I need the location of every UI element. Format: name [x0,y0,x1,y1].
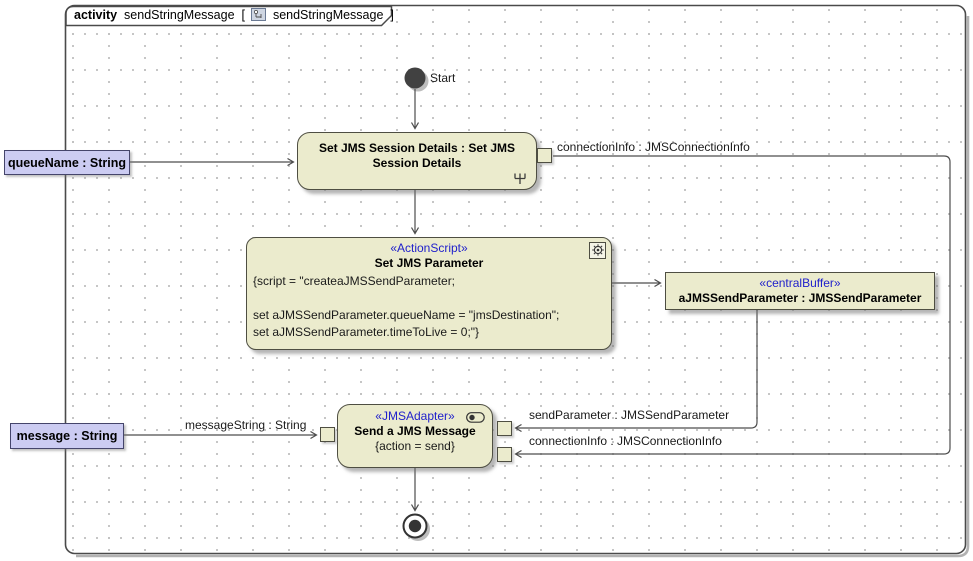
frame-keyword: activity [74,8,118,22]
edge-label-connectioninfo-top: connectionInfo : JMSConnectionInfo [557,140,750,154]
script-line: set aJMSSendParameter.timeToLive = 0;"} [253,325,480,339]
adapter-input-pin-sendparameter[interactable] [497,421,512,436]
script-line: {script = "createaJMSSendParameter; [253,274,456,288]
frame-title-tab[interactable] [65,5,393,27]
frame-title: activity sendStringMessage [ sendStringM… [74,7,394,24]
edge-session-to-adapter-connectioninfo[interactable] [516,155,951,454]
script-line [253,290,611,307]
parameter-node-message[interactable]: message : String [10,423,124,449]
frame-diagram-name: sendStringMessage [272,8,384,22]
adapter-input-pin-connectioninfo[interactable] [497,447,512,462]
parameter-node-queuename[interactable]: queueName : String [4,150,130,175]
session-output-pin[interactable] [537,148,552,163]
edge-buffer-to-adapter-sendparameter[interactable] [516,310,758,428]
frame-shadow [76,16,970,558]
frame-rbracket: ] [390,8,394,22]
actionscript-title: Set JMS Parameter [374,256,484,270]
central-buffer-node[interactable]: «centralBuffer» aJMSSendParameter : JMSS… [665,272,935,310]
jmsadapter-stereotype: «JMSAdapter» [375,409,455,423]
start-node[interactable] [404,67,426,89]
activity-diagram-icon [251,8,267,21]
frame-activity-name: sendStringMessage [124,8,235,22]
centralbuffer-title: aJMSSendParameter : JMSSendParameter [678,291,922,305]
edge-label-messagestring: messageString : String [185,418,307,432]
jmsadapter-title: Send a JMS Message [354,424,476,438]
centralbuffer-stereotype: «centralBuffer» [759,276,841,290]
action-send-jms-message[interactable]: «JMSAdapter» Send a JMS Message {action … [337,404,493,468]
action-title: Set JMS Session Details : Set JMS Sessio… [318,141,516,170]
final-node-dot [408,519,422,533]
action-set-jms-session-details[interactable]: Set JMS Session Details : Set JMS Sessio… [297,132,537,190]
actionscript-stereotype: «ActionScript» [390,241,468,255]
start-label: Start [430,71,456,85]
jmsadapter-constraint: {action = send} [375,439,455,453]
adapter-input-pin-message[interactable] [320,427,335,442]
edge-label-sendparameter: sendParameter : JMSSendParameter [529,408,730,422]
script-line: set aJMSSendParameter.queueName = "jmsDe… [253,308,560,322]
frame-lbracket: [ [241,8,245,22]
activity-frame [64,4,967,555]
gear-icon [589,242,606,259]
actionscript-body: {script = "createaJMSSendParameter; set … [247,271,611,341]
edge-label-connectioninfo-bottom: connectionInfo : JMSConnectionInfo [529,434,722,448]
action-set-jms-parameter[interactable]: «ActionScript» Set JMS Parameter {script… [246,237,612,350]
adapter-icon [466,412,485,423]
rake-icon [514,173,526,184]
